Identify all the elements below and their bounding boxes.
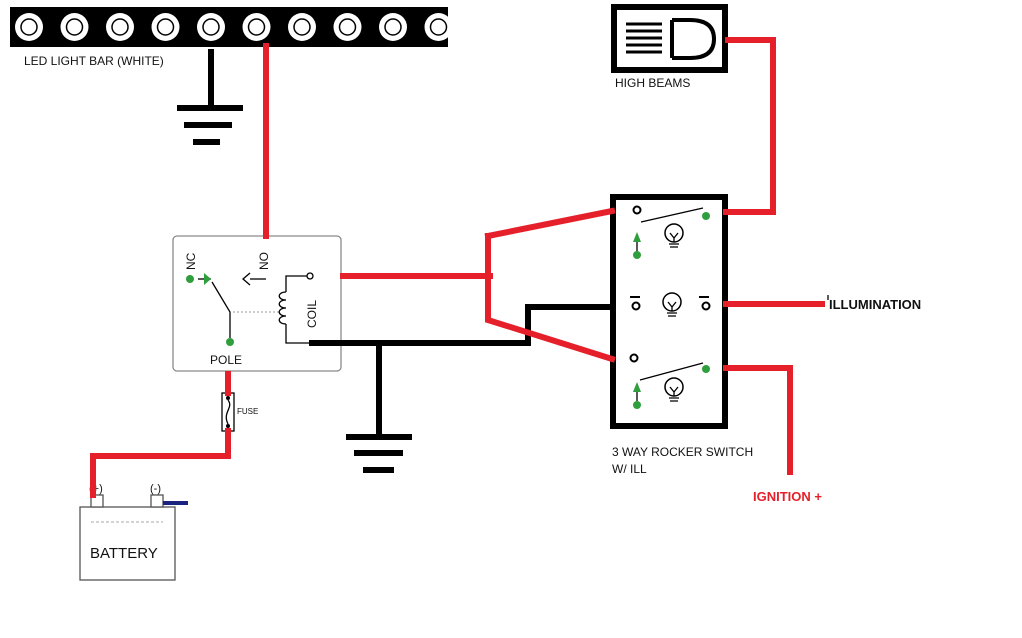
wire-fuse-to-battery [90, 428, 231, 498]
led-inner-ring [20, 18, 38, 36]
led-inner-ring [338, 18, 357, 36]
led-inner-ring [247, 18, 266, 36]
battery-negative-label: (-) [150, 483, 161, 495]
led-10 [424, 13, 453, 41]
fuse-icon [221, 392, 235, 432]
relay-nc-label: NC [184, 252, 198, 270]
illumination-label: ILLUMINATION [829, 297, 921, 312]
ground-wire-coil [309, 304, 616, 346]
relay-pole-label: POLE [210, 353, 242, 367]
led-7 [288, 13, 316, 41]
rocker-switch-label-line2: W/ ILL [612, 462, 647, 476]
led-1 [15, 13, 43, 41]
bulb-icon-illumination [662, 292, 682, 317]
relay-pole-terminal [226, 338, 234, 346]
relay-coil-icon [278, 291, 287, 325]
rocker-switch [610, 194, 728, 429]
led-8 [333, 13, 362, 41]
led-3 [106, 13, 134, 41]
led-light-bar-label: LED LIGHT BAR (WHITE) [24, 54, 164, 68]
led-6 [242, 13, 271, 41]
led-4 [151, 13, 180, 41]
led-inner-ring [293, 18, 311, 36]
led-5 [197, 13, 225, 41]
relay-switch-arm [211, 281, 231, 338]
battery-label: BATTERY [90, 545, 158, 562]
relay-coil-top-terminal [306, 272, 314, 280]
led-inner-ring [156, 18, 175, 36]
wire-ignition [723, 365, 793, 475]
led-inner-ring [65, 18, 84, 36]
relay-no-label: NO [257, 252, 271, 270]
rocker-switch-label-line1: 3 WAY ROCKER SWITCH [612, 445, 753, 459]
battery-icon [79, 494, 188, 581]
ignition-label: IGNITION + [753, 489, 822, 504]
ground-symbol-lightbar [177, 49, 243, 145]
bulb-icon-bottom [664, 377, 684, 402]
led-inner-ring [202, 18, 220, 36]
relay-coil-label: COIL [305, 300, 319, 328]
wire-coil-to-switch [340, 207, 616, 363]
high-beams-icon [611, 4, 728, 73]
wire-switch-to-highbeams [723, 37, 776, 215]
led-2 [60, 13, 89, 41]
ground-symbol-center [346, 340, 412, 473]
led-light-bar [10, 7, 453, 47]
led-9 [379, 13, 407, 41]
high-beams-label: HIGH BEAMS [615, 76, 690, 90]
relay-nc-terminal [186, 275, 194, 283]
relay [172, 235, 342, 372]
bulb-icon-top [664, 223, 684, 248]
led-inner-ring [111, 18, 129, 36]
led-inner-ring [384, 18, 402, 36]
fuse-label: FUSE [237, 407, 258, 416]
led-inner-ring [429, 18, 448, 36]
